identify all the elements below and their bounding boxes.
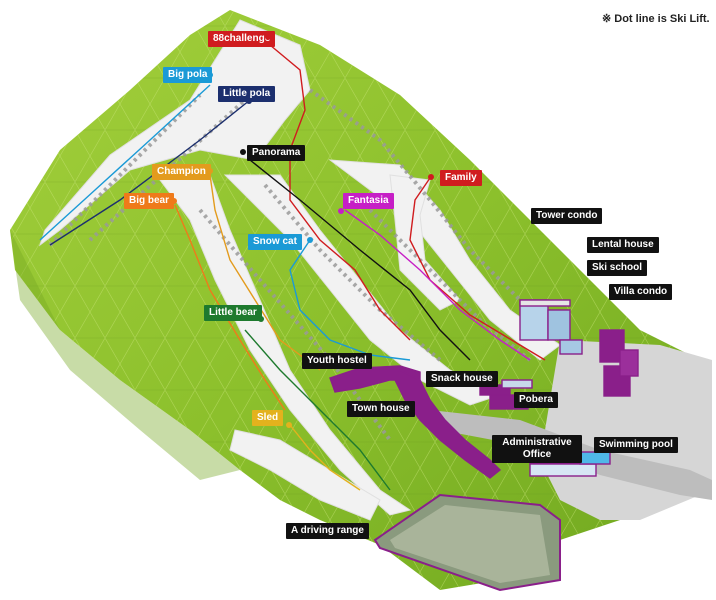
dot-family <box>428 174 434 180</box>
label-fantasia[interactable]: Fantasia <box>343 193 394 209</box>
label-sled[interactable]: Sled <box>252 410 284 426</box>
line-sled <box>289 424 361 491</box>
ski-lift-note: ※ Dot line is Ski Lift. <box>602 13 710 25</box>
dot-panorama <box>240 149 246 155</box>
driving-range-area <box>373 493 561 592</box>
ski-lifts <box>48 88 532 442</box>
line-big-pola <box>39 84 211 241</box>
label-panorama[interactable]: Panorama <box>247 145 306 161</box>
dot-little-pola <box>246 98 252 104</box>
label-driving-range[interactable]: A driving range <box>286 523 369 539</box>
label-lental-house[interactable]: Lental house <box>587 237 659 253</box>
dot-champion <box>207 168 213 174</box>
label-champion[interactable]: Champion <box>152 164 211 180</box>
villa-condo-building <box>599 329 639 397</box>
pobera-building <box>501 379 533 389</box>
label-little-pola[interactable]: Little pola <box>218 86 276 102</box>
dot-88challenge <box>265 34 271 40</box>
tower-condo-building <box>519 299 571 341</box>
label-88challenge[interactable]: 88challenge <box>208 31 276 47</box>
hill-shade <box>10 230 240 480</box>
label-ski-school[interactable]: Ski school <box>587 260 648 276</box>
dot-snow-cat <box>307 237 313 243</box>
label-little-bear[interactable]: Little bear <box>204 305 262 321</box>
line-panorama <box>249 159 471 361</box>
swimming-pool-building <box>579 451 611 465</box>
line-little-bear <box>244 329 391 491</box>
dot-fantasia <box>338 208 344 214</box>
label-town-house[interactable]: Town house <box>347 401 415 417</box>
line-88challenge <box>269 44 411 341</box>
line-snow-cat <box>289 239 411 361</box>
dot-big-bear <box>171 198 177 204</box>
label-youth-hostel[interactable]: Youth hostel <box>302 353 372 369</box>
label-big-pola[interactable]: Big pola <box>163 67 213 83</box>
dot-little-bear <box>258 316 264 322</box>
label-tower-condo[interactable]: Tower condo <box>531 208 603 224</box>
label-big-bear[interactable]: Big bear <box>124 193 175 209</box>
label-administrative-office[interactable]: Administrative Office <box>492 435 582 463</box>
line-champion <box>209 174 321 371</box>
lental-house-building <box>559 339 583 355</box>
label-swimming-pool[interactable]: Swimming pool <box>594 437 678 453</box>
label-family[interactable]: Family <box>440 170 482 186</box>
buildings <box>329 299 639 479</box>
label-pobera[interactable]: Pobera <box>514 392 558 408</box>
dot-sled <box>286 422 292 428</box>
line-fantasia <box>344 209 531 361</box>
dot-big-pola <box>207 72 213 78</box>
label-villa-condo[interactable]: Villa condo <box>609 284 673 300</box>
label-snow-cat[interactable]: Snow cat <box>248 234 302 250</box>
label-snack-house[interactable]: Snack house <box>426 371 498 387</box>
